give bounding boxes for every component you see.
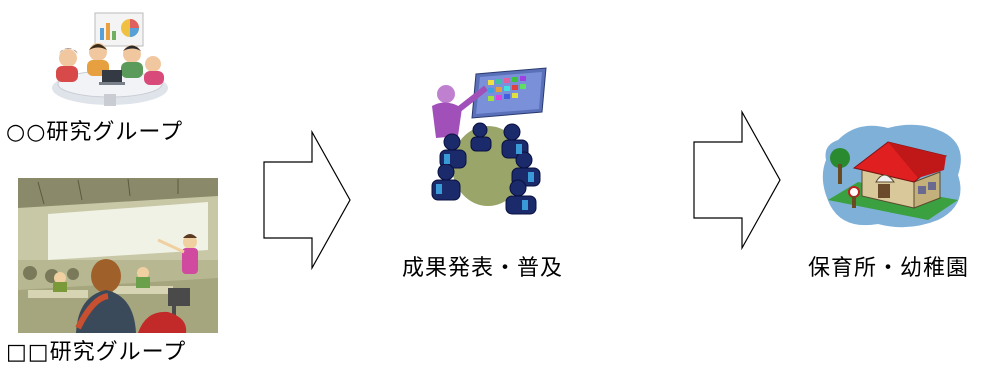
group-2-label: □□研究グループ [6,340,187,365]
stage-2-label: 保育所・幼稚園 [808,256,970,281]
stage-1-label: 成果発表・普及 [402,256,564,281]
seminar-illustration [418,66,548,216]
group-1-illustration [40,8,170,113]
right-arrow-icon [262,130,354,270]
nursery-illustration [818,120,968,230]
group-2-illustration [18,178,218,333]
group-1-label: ○○研究グループ [6,120,184,145]
right-arrow-icon [692,110,784,250]
